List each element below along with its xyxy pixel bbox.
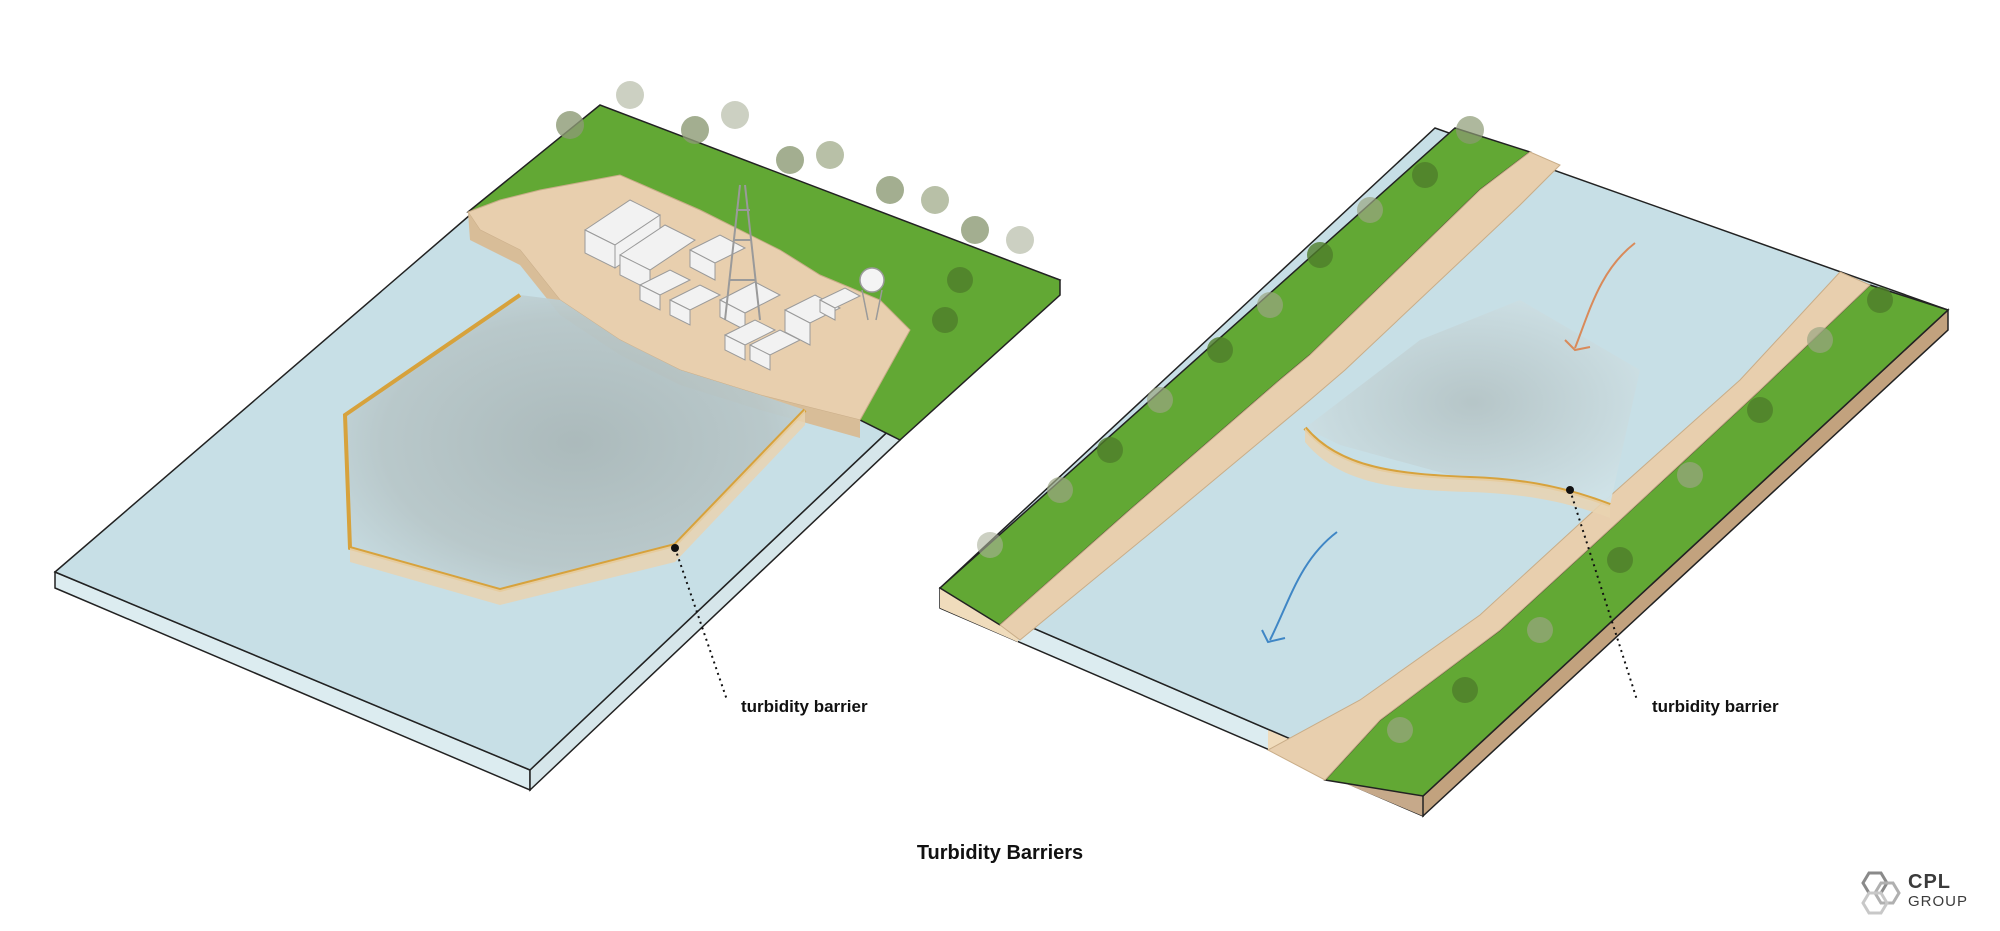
right-flow-arrowhead-upstream (1564, 339, 1591, 352)
left-panel (53, 81, 1062, 792)
diagram-title: Turbidity Barriers (916, 842, 1084, 864)
left-trees (556, 81, 1034, 333)
right-flow-arrow-downstream (1269, 531, 1338, 641)
logo-text-cpl: CPL (1908, 871, 1951, 893)
logo-text-group: GROUP (1908, 893, 1969, 910)
right-turbidity-barrier-label: turbidity barrier (1652, 697, 1779, 716)
left-facility (584, 199, 862, 371)
left-turbidity-barrier-label: turbidity barrier (741, 697, 868, 716)
left-callout-line (674, 547, 728, 701)
left-sand-edge (468, 212, 860, 438)
left-water-tower (859, 267, 885, 321)
hexagon-logo-icon (1861, 871, 1901, 915)
left-derrick (724, 184, 761, 321)
right-turbid-zone (1305, 300, 1640, 505)
right-callout-line (1569, 489, 1638, 701)
right-flow-arrow-upstream (1574, 242, 1636, 349)
right-flow-arrowhead-downstream (1261, 629, 1286, 644)
right-trees (977, 116, 1893, 743)
right-left-bank-sand (999, 151, 1561, 641)
left-turbid-zone (345, 295, 805, 590)
right-front-sand-left (940, 588, 1018, 642)
cpl-group-logo: CPL GROUP (1855, 871, 1985, 917)
right-barrier-curtain (1305, 428, 1610, 518)
left-barrier-curtain (350, 410, 805, 605)
right-right-bank-sand (1266, 271, 1871, 781)
right-panel (938, 116, 1950, 818)
